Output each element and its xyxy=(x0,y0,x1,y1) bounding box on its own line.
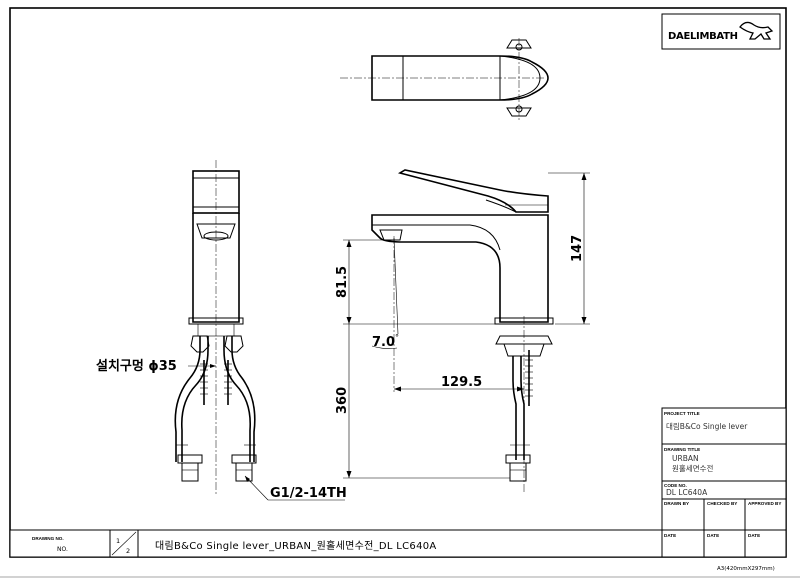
thread-spec-label: G1/2-14TH xyxy=(270,486,347,501)
date-label-3: DATE xyxy=(748,533,760,538)
side-view xyxy=(371,169,554,492)
drawing-title-label: DRAWING TITLE xyxy=(664,447,700,452)
dim-129-5: 129.5 xyxy=(441,375,482,390)
bottom-bar xyxy=(9,529,663,558)
drawing-description: 대림B&Co Single lever_URBAN_원홀세면수전_DL LC64… xyxy=(155,539,437,552)
paper-size-label: A3(420mmX297mm) xyxy=(717,566,775,572)
top-view xyxy=(340,38,549,120)
approved-by-label: APPROVED BY xyxy=(748,501,781,506)
dim-360: 360 xyxy=(335,387,350,414)
project-title: 대림B&Co Single lever xyxy=(666,422,748,431)
drawing-no-label: DRAWING NO. xyxy=(32,536,64,541)
code-no-value: DL LC640A xyxy=(666,488,708,497)
no-label: NO. xyxy=(57,546,68,553)
code-no-label: CODE NO. xyxy=(664,483,687,488)
date-label-1: DATE xyxy=(664,533,676,538)
dim-147: 147 xyxy=(570,235,585,262)
date-label-2: DATE xyxy=(707,533,719,538)
dim-81-5: 81.5 xyxy=(335,266,350,298)
front-view xyxy=(174,160,345,501)
checked-by-label: CHECKED BY xyxy=(707,501,737,506)
dim-angle-7: 7.0 xyxy=(372,335,395,350)
title-block xyxy=(661,407,787,558)
dimension-lines xyxy=(343,172,590,479)
brand-logo-text: DAELIMBATH xyxy=(668,31,738,42)
drawing-title-line2: 원홀세면수전 xyxy=(672,463,713,473)
dim-angle-degree: ° xyxy=(395,333,399,342)
drawing-title-line1: URBAN xyxy=(672,454,699,463)
sheet-number: 1 xyxy=(116,537,120,545)
project-title-label: PROJECT TITLE xyxy=(664,411,700,416)
sheet-total: 2 xyxy=(126,547,130,555)
drawn-by-label: DRAWN BY xyxy=(664,501,689,506)
brand-logo: DAELIMBATH xyxy=(661,13,781,50)
mounting-hole-label: 설치구멍 ϕ35 xyxy=(96,358,177,374)
